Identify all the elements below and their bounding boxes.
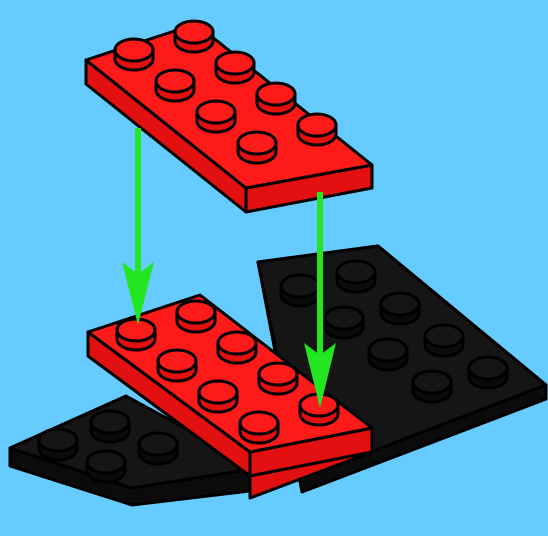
stud <box>281 275 319 306</box>
stud <box>216 52 254 83</box>
stud <box>469 357 507 388</box>
stud <box>87 451 125 482</box>
stud <box>381 293 419 324</box>
stud <box>39 429 77 460</box>
stud <box>413 371 451 402</box>
stud <box>238 132 276 163</box>
stud <box>177 301 215 332</box>
stud <box>240 412 278 443</box>
stud <box>139 433 177 464</box>
stud <box>337 261 375 292</box>
stud <box>117 319 155 350</box>
stud <box>197 101 235 132</box>
stud <box>259 363 297 394</box>
stud <box>325 307 363 338</box>
stud <box>298 114 336 145</box>
stud <box>369 339 407 370</box>
stud <box>91 411 129 442</box>
stud <box>199 381 237 412</box>
stud <box>156 70 194 101</box>
stud <box>425 325 463 356</box>
stud <box>175 21 213 52</box>
stud <box>115 39 153 70</box>
stud <box>158 350 196 381</box>
stud <box>257 83 295 114</box>
stud <box>218 332 256 363</box>
